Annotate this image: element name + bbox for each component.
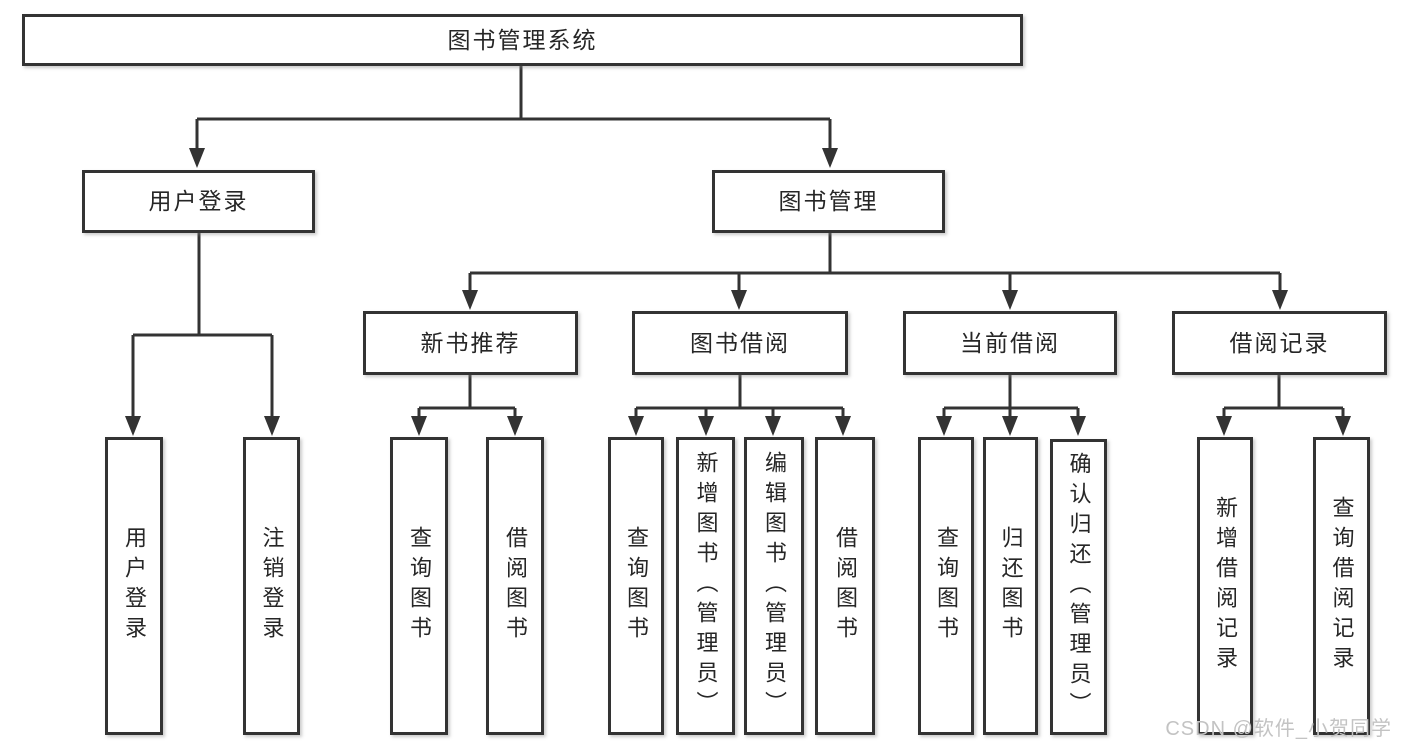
node-borrowing-records: 借阅记录 xyxy=(1172,311,1387,375)
node-book-borrowing: 图书借阅 xyxy=(632,311,848,375)
csdn-watermark: CSDN @软件_小贺同学 xyxy=(1165,718,1392,740)
leaf-query-books-3: 查询图书 xyxy=(918,437,974,735)
leaf-confirm-return-admin: 确认归还（管理员） xyxy=(1050,439,1107,735)
leaf-query-books-1: 查询图书 xyxy=(390,437,448,735)
leaf-borrow-books-2: 借阅图书 xyxy=(815,437,875,735)
leaf-user-login: 用户登录 xyxy=(105,437,163,735)
leaf-edit-book-admin: 编辑图书（管理员） xyxy=(744,437,804,735)
node-new-book-recommend: 新书推荐 xyxy=(363,311,578,375)
leaf-logout: 注销登录 xyxy=(243,437,300,735)
leaf-add-borrow-record: 新增借阅记录 xyxy=(1197,437,1253,735)
leaf-borrow-books-1: 借阅图书 xyxy=(486,437,544,735)
leaf-query-borrow-record: 查询借阅记录 xyxy=(1313,437,1370,735)
leaf-query-books-2: 查询图书 xyxy=(608,437,664,735)
node-book-management: 图书管理 xyxy=(712,170,945,233)
node-library-management-system: 图书管理系统 xyxy=(22,14,1023,66)
node-current-borrowing: 当前借阅 xyxy=(903,311,1117,375)
node-user-login: 用户登录 xyxy=(82,170,315,233)
leaf-return-books: 归还图书 xyxy=(983,437,1038,735)
leaf-add-book-admin: 新增图书（管理员） xyxy=(676,437,735,735)
